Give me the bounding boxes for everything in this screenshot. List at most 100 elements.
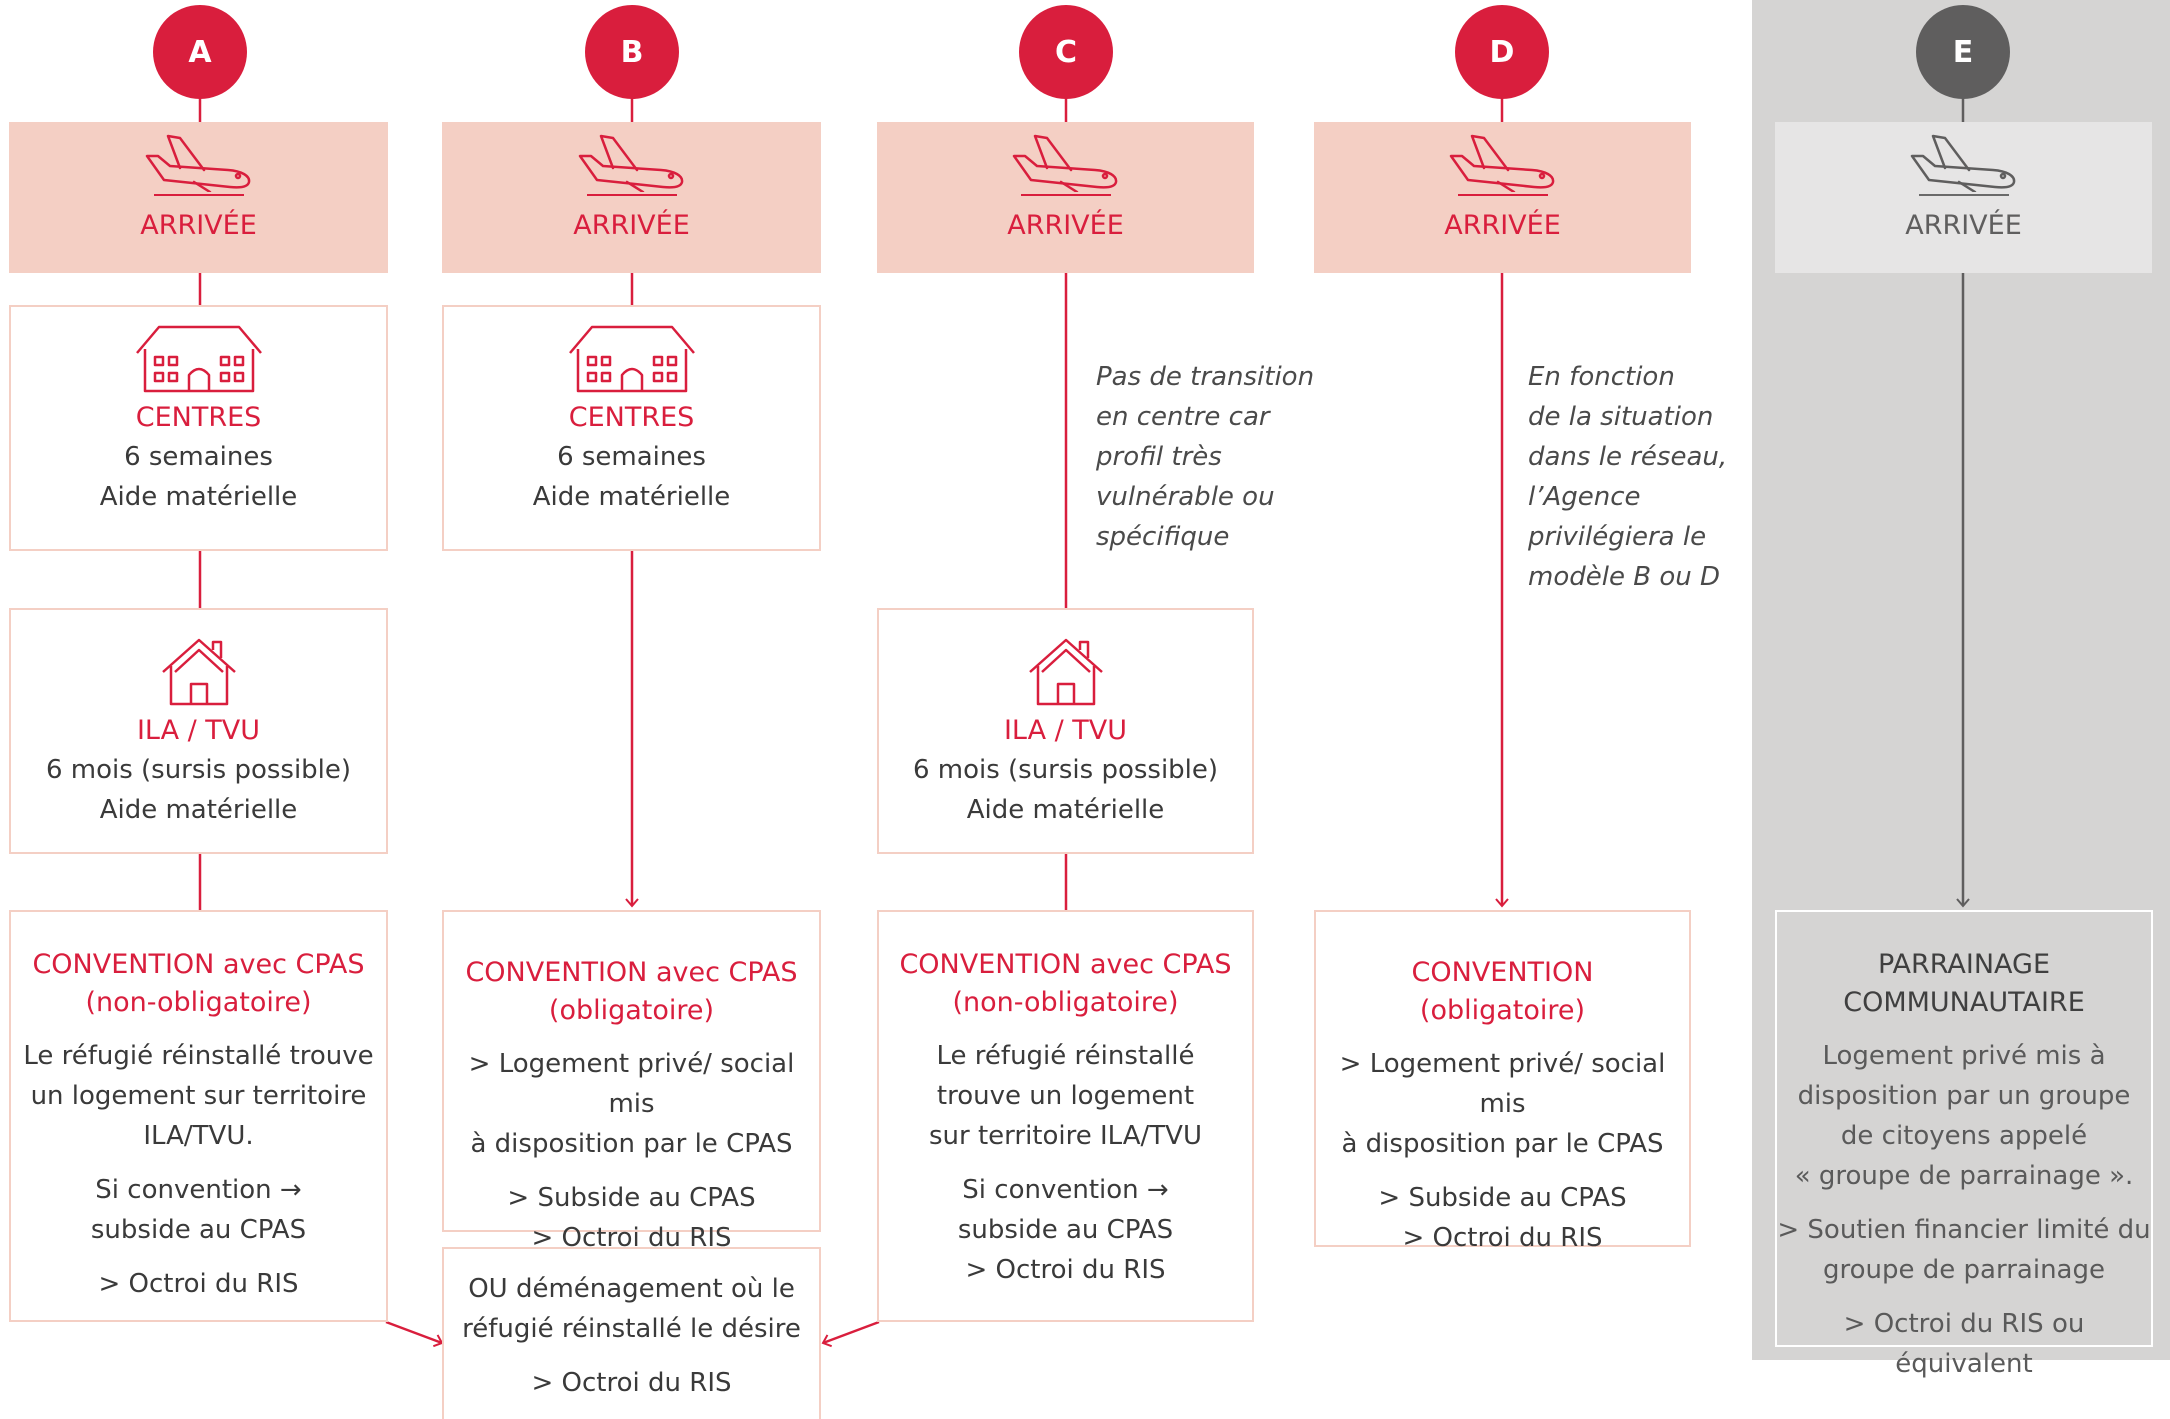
parrainage-support-line: > Soutien financier limité du (1777, 1215, 2151, 1245)
connector-c-to-demenagement (821, 1320, 880, 1348)
ila-aid: Aide matérielle (966, 795, 1165, 825)
demenagement-body-line: OU déménagement où le (468, 1274, 795, 1304)
arrival-label-a: ARRIVÉE (140, 210, 257, 241)
note-d-line: de la situation (1528, 402, 1714, 432)
plane-icon (1449, 134, 1554, 192)
convention-d-title: CONVENTION (1411, 957, 1594, 988)
column-d-badge: D (1455, 5, 1549, 99)
convention-a-body-line: un logement sur territoire (30, 1081, 367, 1111)
convention-c-subtitle: (non-obligatoire) (952, 987, 1179, 1018)
plane-icon (1910, 134, 2015, 192)
arrow-right-icon: → (279, 1175, 302, 1205)
parrainage-box: PARRAINAGE COMMUNAUTAIRE Logement privé … (1775, 910, 2153, 1379)
arrival-box-b: ARRIVÉE (442, 122, 821, 273)
convention-b-body-line: > Logement privé/ social mis (468, 1049, 795, 1119)
convention-c-title: CONVENTION avec CPAS (899, 949, 1232, 980)
plane-icon (145, 134, 250, 192)
note-c-line: en centre car (1096, 402, 1270, 432)
convention-c-condition: Si convention → (962, 1170, 1168, 1210)
note-c-line: spécifique (1096, 522, 1230, 552)
arrival-underline (1457, 194, 1548, 196)
building-icon (135, 325, 262, 393)
centres-aid: Aide matérielle (99, 482, 298, 512)
note-d-line: modèle B ou D (1528, 562, 1720, 592)
column-b-badge: B (585, 5, 679, 99)
arrival-underline (153, 194, 244, 196)
convention-c-body-line: trouve un logement (936, 1081, 1195, 1111)
convention-c-body-line: sur territoire ILA/TVU (928, 1121, 1202, 1151)
note-c-line: Pas de transition (1096, 362, 1315, 392)
parrainage-body-line: disposition par un groupe (1797, 1081, 2131, 1111)
ila-box-a: ILA / TVU 6 mois (sursis possible) Aide … (9, 608, 388, 854)
centres-box-a: CENTRES 6 semaines Aide matérielle (9, 305, 388, 551)
parrainage-body-line: Logement privé mis à (1822, 1041, 2106, 1071)
convention-c-ris: > Octroi du RIS (965, 1255, 1166, 1285)
parrainage-ris: > Octroi du RIS ou équivalent (1843, 1309, 2085, 1379)
convention-d-ris: > Octroi du RIS (1402, 1223, 1603, 1253)
arrival-label-c: ARRIVÉE (1007, 210, 1124, 241)
convention-d-subsidy: > Subside au CPAS (1378, 1183, 1627, 1213)
arrival-box-e: ARRIVÉE (1775, 122, 2152, 273)
column-a-badge: A (153, 5, 247, 99)
ila-title: ILA / TVU (1003, 715, 1128, 746)
demenagement-body-line: réfugié réinstallé le désire (462, 1314, 801, 1344)
convention-d-subtitle: (obligatoire) (1419, 995, 1586, 1026)
ila-duration: 6 mois (sursis possible) (45, 755, 352, 785)
centres-duration: 6 semaines (124, 442, 273, 472)
convention-a-title: CONVENTION avec CPAS (32, 949, 365, 980)
convention-b-body-line: à disposition par le CPAS (470, 1129, 793, 1159)
house-icon (161, 638, 236, 706)
arrival-underline (586, 194, 677, 196)
column-e-badge: E (1916, 5, 2010, 99)
centres-duration: 6 semaines (557, 442, 706, 472)
convention-a-body-line: Le réfugié réinstallé trouve (23, 1041, 374, 1071)
convention-a-condition: Si convention → (95, 1170, 301, 1210)
convention-a-subtitle: (non-obligatoire) (85, 987, 312, 1018)
arrow-right-icon: → (1146, 1175, 1169, 1205)
convention-c-subsidy: subside au CPAS (957, 1215, 1174, 1245)
centres-title: CENTRES (568, 402, 695, 433)
demenagement-box: OU déménagement où le réfugié réinstallé… (442, 1247, 821, 1419)
house-icon (1028, 638, 1103, 706)
building-icon (568, 325, 695, 393)
convention-box-b: CONVENTION avec CPAS (obligatoire) > Log… (442, 910, 821, 1253)
arrival-box-a: ARRIVÉE (9, 122, 388, 273)
convention-box-a: CONVENTION avec CPAS (non-obligatoire) L… (9, 910, 388, 1322)
ila-title: ILA / TVU (136, 715, 261, 746)
convention-b-title: CONVENTION avec CPAS (465, 957, 798, 988)
note-c: Pas de transition en centre car profil t… (1096, 357, 1314, 557)
parrainage-subtitle: COMMUNAUTAIRE (1843, 987, 2085, 1018)
note-c-line: vulnérable ou (1096, 482, 1275, 512)
column-c-badge: C (1019, 5, 1113, 99)
note-d-line: l’Agence (1528, 482, 1641, 512)
arrival-label-e: ARRIVÉE (1905, 210, 2022, 241)
convention-box-c: CONVENTION avec CPAS (non-obligatoire) L… (877, 910, 1254, 1322)
centres-aid: Aide matérielle (532, 482, 731, 512)
arrival-label-b: ARRIVÉE (573, 210, 690, 241)
parrainage-support-line: groupe de parrainage (1823, 1255, 2105, 1285)
demenagement-ris: > Octroi du RIS (531, 1368, 732, 1398)
convention-a-subsidy: subside au CPAS (90, 1215, 307, 1245)
plane-icon (578, 134, 683, 192)
ila-aid: Aide matérielle (99, 795, 298, 825)
convention-d-body-line: > Logement privé/ social mis (1339, 1049, 1666, 1119)
arrival-box-c: ARRIVÉE (877, 122, 1254, 273)
convention-a-ris: > Octroi du RIS (98, 1269, 299, 1299)
convention-b-subtitle: (obligatoire) (548, 995, 715, 1026)
arrival-box-d: ARRIVÉE (1314, 122, 1691, 273)
convention-a-body-line: ILA/TVU. (143, 1121, 254, 1151)
centres-title: CENTRES (135, 402, 262, 433)
parrainage-title: PARRAINAGE (1877, 949, 2051, 980)
parrainage-body-line: de citoyens appelé (1840, 1121, 2088, 1151)
convention-d-body-line: à disposition par le CPAS (1341, 1129, 1664, 1159)
note-d-line: dans le réseau, (1528, 442, 1728, 472)
connector-a-to-demenagement (385, 1320, 444, 1348)
convention-b-subsidy: > Subside au CPAS (507, 1183, 756, 1213)
centres-box-b: CENTRES 6 semaines Aide matérielle (442, 305, 821, 551)
note-d-line: En fonction (1528, 362, 1675, 392)
note-d: En fonction de la situation dans le rése… (1528, 357, 1727, 597)
ila-box-c: ILA / TVU 6 mois (sursis possible) Aide … (877, 608, 1254, 854)
arrival-underline (1918, 194, 2009, 196)
parrainage-body-line: « groupe de parrainage ». (1794, 1161, 2134, 1191)
